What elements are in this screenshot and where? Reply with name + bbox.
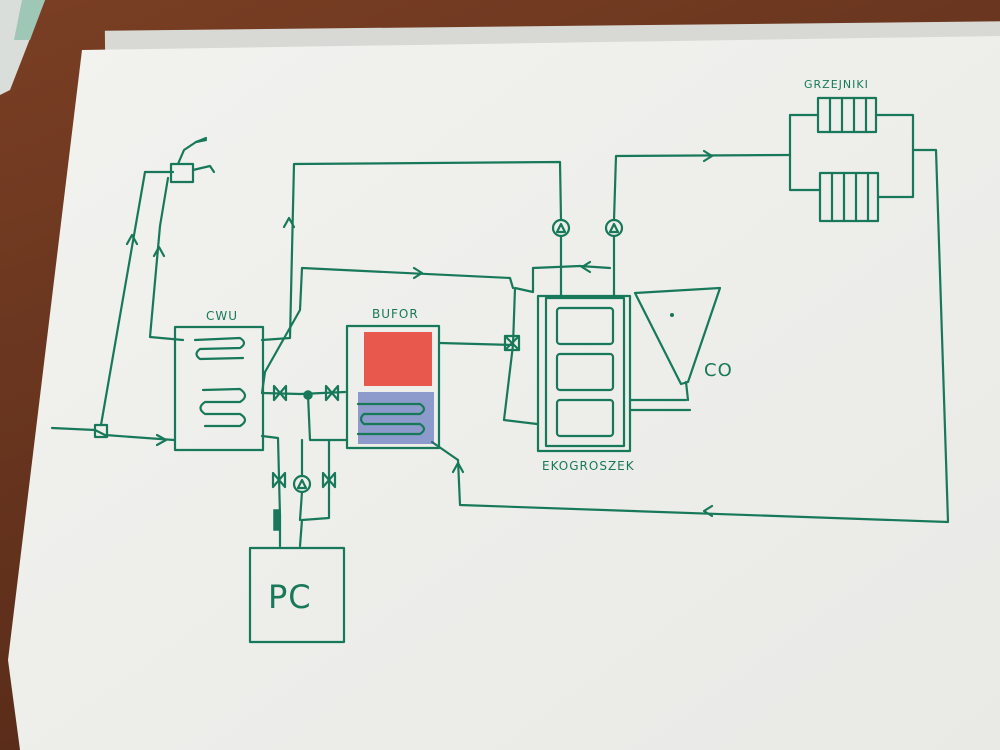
cwu-label: CWU — [206, 309, 238, 323]
valve-icon — [272, 384, 288, 402]
flow-arrow-icon — [152, 245, 166, 258]
radiator-return-line — [456, 148, 950, 524]
ekogroszek-label: EKOGROSZEK — [542, 459, 635, 473]
flow-arrow-icon — [580, 260, 592, 274]
paper — [8, 36, 1000, 750]
pc-label: PC — [268, 578, 312, 616]
flow-arrow-icon — [702, 149, 714, 163]
tee-fitting — [273, 509, 281, 531]
cold-water-inlet — [50, 426, 176, 442]
coil-icon — [199, 387, 247, 428]
grzejniki-label: GRZEJNIKI — [804, 78, 869, 91]
hot-zone — [364, 332, 432, 386]
cold-zone — [358, 392, 434, 444]
faucet-icon — [169, 136, 216, 184]
valve-icon — [324, 384, 340, 402]
flow-arrow-icon — [451, 461, 465, 474]
heat-pump-unit — [248, 546, 346, 644]
cwu-heating-line — [260, 160, 563, 342]
bufor-label: BUFOR — [372, 307, 419, 321]
hopper-icon — [633, 286, 722, 386]
radiator-supply-line — [612, 153, 792, 222]
hot-water-line — [148, 176, 185, 342]
flow-arrow-icon — [702, 504, 714, 518]
flow-arrow-icon — [282, 216, 296, 229]
flow-arrow-icon — [125, 233, 139, 246]
valve-icon — [271, 471, 287, 489]
pen-item — [0, 0, 60, 124]
flow-arrow-icon — [412, 266, 424, 280]
three-way-valve-icon — [503, 334, 521, 352]
valve-icon — [321, 471, 337, 489]
flow-arrow-icon — [155, 433, 168, 447]
cwu-tank — [173, 325, 265, 452]
co-label: CO — [704, 360, 733, 381]
coil-icon — [193, 336, 246, 361]
coil-icon — [356, 402, 426, 436]
buffer-tank — [345, 324, 441, 450]
radiators — [788, 96, 915, 223]
boiler-buffer-line — [438, 266, 535, 347]
boiler — [536, 294, 692, 453]
